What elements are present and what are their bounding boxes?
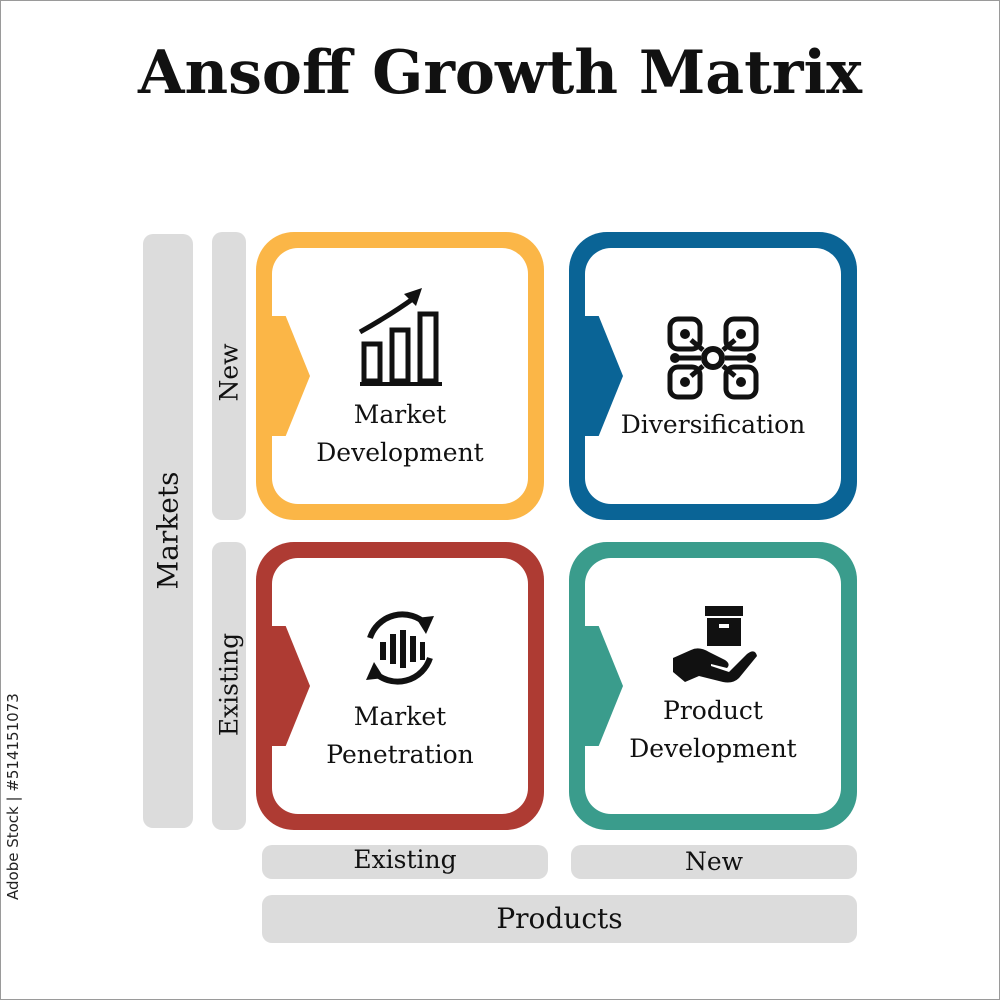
quadrant-label-line2: Development xyxy=(629,734,797,763)
quadrant-diversification: Diversification xyxy=(569,232,857,520)
product-new-label: New xyxy=(684,847,744,876)
cycle-bars-icon xyxy=(366,611,434,685)
quadrant-market-penetration: Market Penetration xyxy=(256,542,544,830)
quadrant-label-line1: Market xyxy=(353,702,447,731)
quadrant-label-line2: Development xyxy=(316,438,484,467)
markets-axis-bar xyxy=(143,234,193,828)
growth-chart-icon xyxy=(358,288,442,386)
market-new-label: New xyxy=(214,343,244,402)
quadrant-label-line1: Market xyxy=(353,400,447,429)
diversification-network-icon xyxy=(667,316,759,400)
stock-watermark: Adobe Stock | #514151073 xyxy=(4,693,22,900)
quadrant-inner xyxy=(585,248,841,504)
quadrant-inner xyxy=(272,558,528,814)
quadrant-product-development: Product Development xyxy=(569,542,857,830)
page-title: Ansoff Growth Matrix xyxy=(137,38,863,108)
markets-axis-label: Markets xyxy=(151,471,185,590)
product-new-bar xyxy=(571,845,857,879)
hand-box-icon xyxy=(673,606,757,683)
market-existing-label: Existing xyxy=(214,632,244,737)
product-existing-bar xyxy=(262,845,548,879)
products-axis-bar xyxy=(262,895,857,943)
quadrant-inner xyxy=(272,248,528,504)
products-axis-label: Products xyxy=(496,902,623,935)
product-existing-label: Existing xyxy=(353,845,457,874)
quadrant-label-line1: Diversification xyxy=(620,410,806,439)
market-new-bar xyxy=(212,232,246,520)
quadrant-market-development: Market Development xyxy=(256,232,544,520)
quadrant-label-line2: Penetration xyxy=(326,740,474,769)
quadrant-label-line1: Product xyxy=(663,696,763,725)
quadrant-inner xyxy=(585,558,841,814)
market-existing-bar xyxy=(212,542,246,830)
